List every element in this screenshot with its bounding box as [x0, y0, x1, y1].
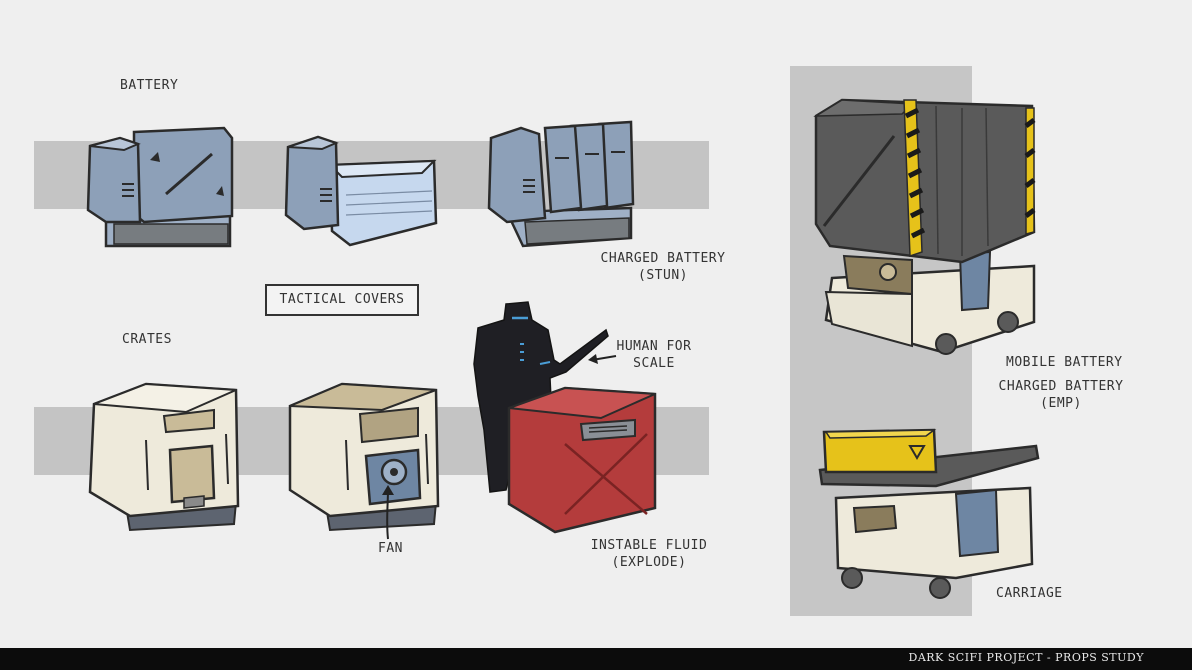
human-for-scale-label: HUMAN FOR SCALE — [614, 338, 694, 372]
hazard-stripes-icon — [903, 99, 1036, 258]
battery-label: BATTERY — [120, 78, 179, 93]
fan-arrow-icon — [382, 485, 394, 540]
mobile-battery-drawing — [813, 98, 1036, 355]
human-for-scale-line1: HUMAN FOR — [616, 339, 692, 354]
tactical-covers-label: TACTICAL COVERS — [279, 292, 405, 307]
fan-icon — [364, 448, 422, 506]
crate-instable-fluid-drawing — [507, 386, 657, 534]
instable-fluid-line1: INSTABLE FLUID — [590, 538, 708, 553]
battery-cells — [543, 120, 635, 214]
crate-fan-drawing — [288, 382, 440, 532]
footer-bar: DARK SCIFI PROJECT - PROPS STUDY — [0, 648, 1192, 670]
instable-fluid-label: INSTABLE FLUID (EXPLODE) — [590, 537, 708, 571]
warning-triangle-icon — [908, 445, 926, 460]
charged-battery-stun-label: CHARGED BATTERY (STUN) — [600, 250, 726, 284]
mobile-battery-label: MOBILE BATTERY — [1006, 355, 1123, 370]
tactical-covers-box: TACTICAL COVERS — [265, 284, 419, 316]
human-for-scale-line2: SCALE — [633, 356, 675, 371]
footer-title: DARK SCIFI PROJECT - PROPS STUDY — [908, 651, 1144, 664]
fan-label: FAN — [378, 541, 403, 556]
charged-battery-stun-line1: CHARGED BATTERY — [600, 251, 726, 266]
human-arrow-icon — [588, 354, 617, 364]
charged-battery-emp-line2: (EMP) — [1040, 396, 1082, 411]
carriage-drawing — [818, 428, 1040, 599]
battery-open-drawing — [284, 135, 438, 247]
battery-closed-drawing — [86, 126, 234, 248]
crates-label: CRATES — [122, 332, 172, 347]
crate-plain-drawing — [88, 382, 240, 532]
charged-battery-emp-line1: CHARGED BATTERY — [998, 379, 1124, 394]
battery-charged-stun-drawing — [487, 120, 635, 248]
instable-fluid-line2: (EXPLODE) — [611, 555, 687, 570]
charged-battery-emp-label: CHARGED BATTERY (EMP) — [998, 378, 1124, 412]
carriage-label: CARRIAGE — [996, 586, 1063, 601]
charged-battery-stun-line2: (STUN) — [638, 268, 688, 283]
